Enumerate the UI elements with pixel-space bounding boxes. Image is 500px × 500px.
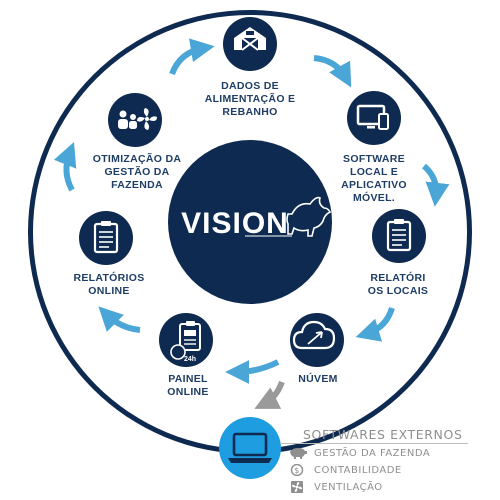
node-relatorios-online xyxy=(79,211,133,265)
barn-icon xyxy=(234,27,266,51)
arrow-software-to-relatorios xyxy=(421,163,450,207)
external-divider xyxy=(280,443,468,444)
node-label-nuvem: NÚVEM xyxy=(298,373,338,385)
arrow-relatorios-online-to-otimizacao xyxy=(53,141,77,192)
laptop-icon xyxy=(228,432,272,463)
node-painel: 24h xyxy=(159,313,213,367)
monitor-phone-icon xyxy=(356,104,389,130)
node-label-relatorios-locais: RELATÓRI OS LOCAIS xyxy=(367,272,429,297)
node-label-software: SOFTWARE LOCAL E APLICATIVO MÓVEL. xyxy=(341,153,407,204)
clipboard-icon xyxy=(93,221,119,254)
arrow-dados-to-software xyxy=(313,55,352,88)
clipboard-24h-icon: 24h xyxy=(170,321,201,363)
people-fan-icon xyxy=(118,108,157,130)
external-item-label: VENTILAÇÃO xyxy=(314,482,383,493)
external-item-label: CONTABILIDADE xyxy=(314,465,402,476)
svg-text:$: $ xyxy=(294,466,300,475)
vision-logo-text: VISION xyxy=(181,207,289,240)
node-label-painel: PAINEL ONLINE xyxy=(167,373,209,398)
node-label-relatorios-online: RELATÓRIOS ONLINE xyxy=(73,272,145,297)
arrow-painel-to-relatorios-online xyxy=(98,306,141,333)
pig-logo-icon xyxy=(286,196,332,237)
arrow-nuvem-to-external xyxy=(254,380,285,409)
node-software xyxy=(347,91,401,145)
svg-text:24h: 24h xyxy=(184,356,196,363)
node-dados xyxy=(223,17,277,71)
clipboard-icon xyxy=(386,219,412,252)
external-title: SOFTWARES EXTERNOS xyxy=(303,427,463,442)
node-otimizacao xyxy=(108,93,162,147)
node-label-dados: DADOS DE ALIMENTAÇÃO E REBANHO xyxy=(204,80,296,118)
pig-icon xyxy=(290,448,307,459)
arrow-otimizacao-to-dados xyxy=(169,38,215,76)
center-disc xyxy=(168,140,332,304)
node-nuvem xyxy=(290,313,344,367)
node-label-otimizacao: OTIMIZAÇÃO DA GESTÃO DA FAZENDA xyxy=(92,153,182,191)
node-relatorios-locais xyxy=(372,209,426,263)
external-item-label: GESTÃO DA FAZENDA xyxy=(314,448,431,459)
coin-icon: $ xyxy=(290,464,304,476)
arrow-nuvem-to-painel xyxy=(225,359,280,384)
cloud-icon xyxy=(292,320,336,350)
fan-icon xyxy=(291,481,303,493)
arrow-relatorios-to-nuvem xyxy=(355,307,395,342)
external-node xyxy=(219,417,281,479)
